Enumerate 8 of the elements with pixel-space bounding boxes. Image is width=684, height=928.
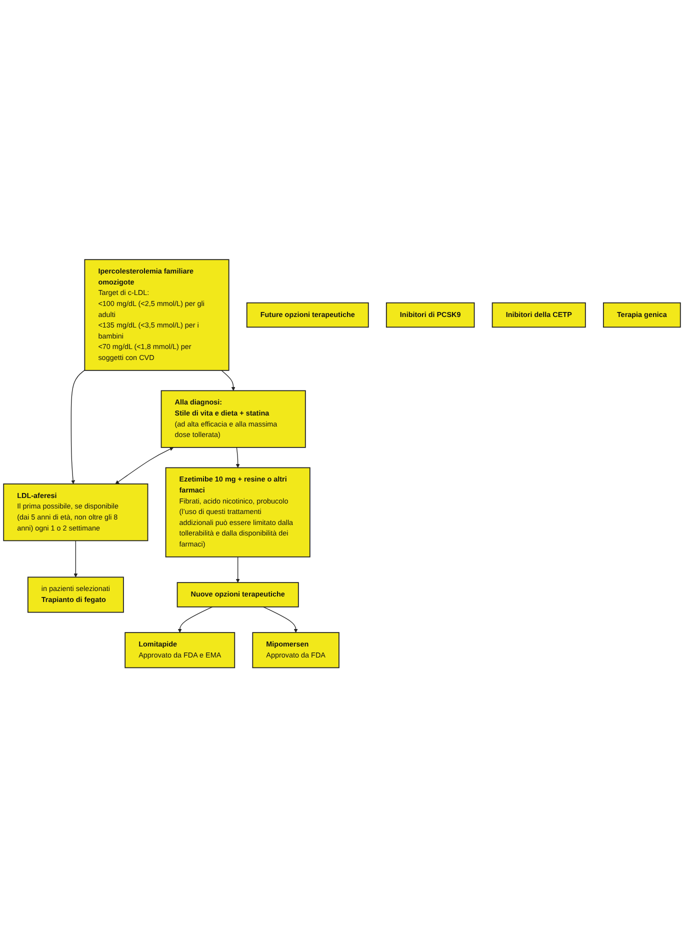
arrow [262, 606, 298, 634]
arrow [115, 448, 174, 484]
arrow [221, 370, 236, 392]
arrow [236, 447, 240, 468]
arrow [70, 370, 86, 484]
arrow [178, 606, 213, 634]
arrow [236, 556, 240, 584]
arrow [74, 540, 78, 578]
